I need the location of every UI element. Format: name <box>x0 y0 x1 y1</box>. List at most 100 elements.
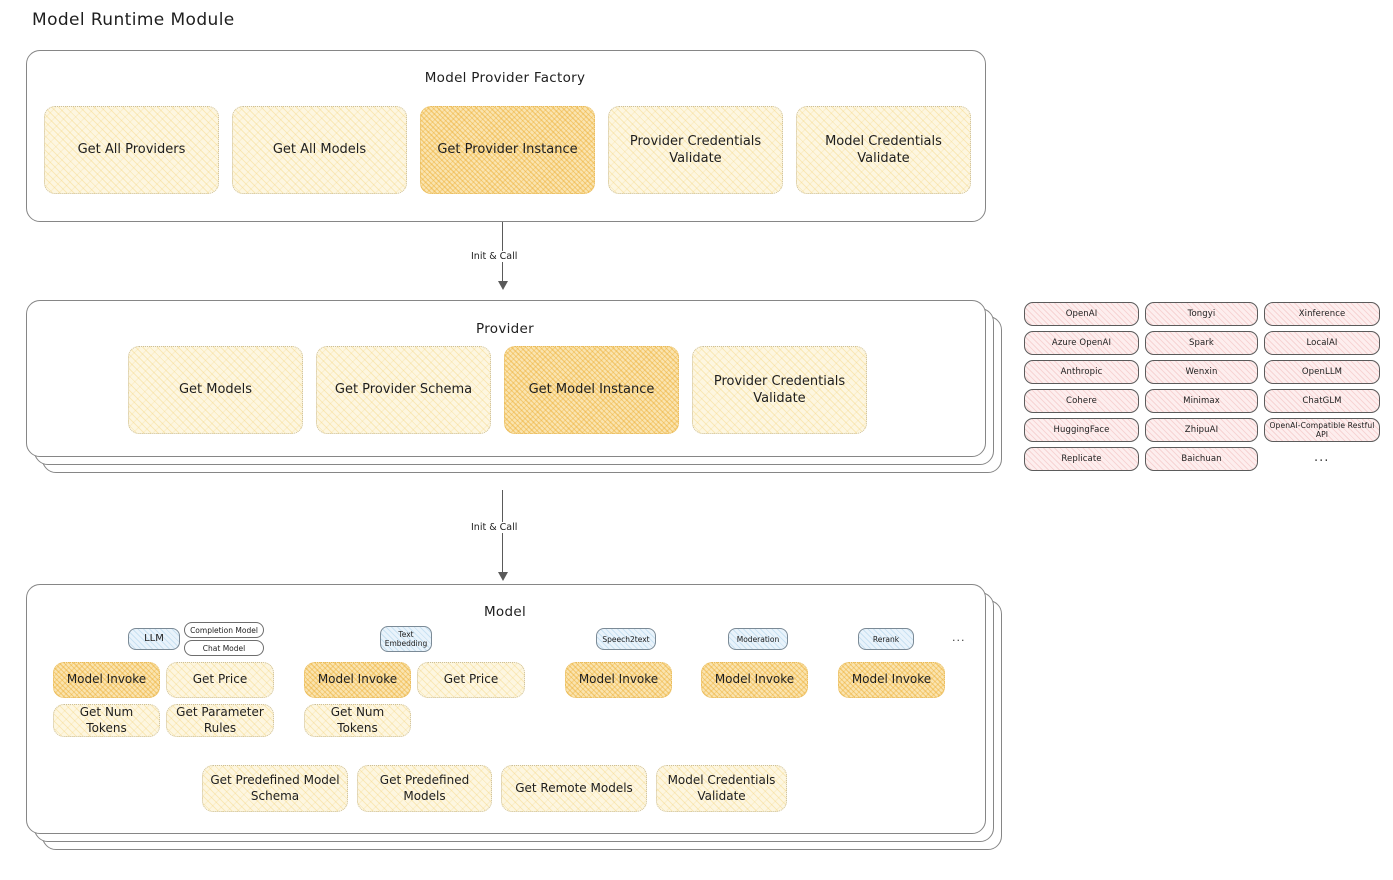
provider-box-get-provider-schema[interactable]: Get Provider Schema <box>316 346 491 434</box>
provider-chip-label: Baichuan <box>1181 454 1222 464</box>
model-box-moderation-model-invoke[interactable]: Model Invoke <box>701 662 808 698</box>
provider-chip-label: ChatGLM <box>1302 396 1342 406</box>
model-type-chip-speech2text[interactable]: Speech2text <box>596 628 656 650</box>
provider-chip-baichuan[interactable]: Baichuan <box>1145 447 1258 471</box>
model-box-llm-get-parameter-rules[interactable]: Get Parameter Rules <box>166 704 274 737</box>
box-label: Model Invoke <box>714 672 795 687</box>
chip-label: LLM <box>144 633 164 644</box>
chip-label: Speech2text <box>602 634 650 644</box>
factory-box-provider-credentials-validate[interactable]: Provider Credentials Validate <box>608 106 783 194</box>
provider-box-provider-credentials-validate[interactable]: Provider Credentials Validate <box>692 346 867 434</box>
model-box-text-embedding-get-num-tokens[interactable]: Get Num Tokens <box>304 704 411 737</box>
chip-label: Rerank <box>872 634 900 644</box>
model-provider-factory-card: Model Provider Factory Get All Providers… <box>26 50 986 222</box>
provider-chip-azure-openai[interactable]: Azure OpenAI <box>1024 331 1139 355</box>
provider-list: OpenAI Azure OpenAI Anthropic Cohere Hug… <box>1024 300 1380 475</box>
provider-list-more: ... <box>1314 450 1330 465</box>
model-box-get-predefined-models[interactable]: Get Predefined Models <box>357 765 492 812</box>
box-label: Get Predefined Models <box>379 772 470 803</box>
box-label: Model Invoke <box>578 672 659 687</box>
provider-chip-xinference[interactable]: Xinference <box>1264 302 1380 326</box>
box-label: Get All Models <box>272 142 367 158</box>
provider-chip-label: OpenAI-Compatible Restful API <box>1269 421 1375 439</box>
box-label: Get Price <box>192 672 248 687</box>
box-label: Get Price <box>443 672 499 687</box>
provider-chip-label: Replicate <box>1061 454 1102 464</box>
provider-chip-label: LocalAI <box>1306 338 1338 348</box>
chip-label: Text Embedding <box>384 630 428 648</box>
factory-box-model-credentials-validate[interactable]: Model Credentials Validate <box>796 106 971 194</box>
box-label: Get Remote Models <box>515 780 633 795</box>
box-label: Get Models <box>178 382 253 398</box>
model-type-chip-text-embedding[interactable]: Text Embedding <box>380 626 432 652</box>
model-box-llm-get-price[interactable]: Get Price <box>166 662 274 698</box>
model-box-rerank-model-invoke[interactable]: Model Invoke <box>838 662 945 698</box>
provider-chip-label: Minimax <box>1183 396 1220 406</box>
box-label: Provider Credentials Validate <box>713 373 846 406</box>
box-label: Get Provider Instance <box>437 142 578 158</box>
arrow-provider-to-model-head <box>498 572 508 581</box>
page-title: Model Runtime Module <box>32 10 235 30</box>
arrow-factory-to-provider-head <box>498 281 508 290</box>
box-label: Model Credentials Validate <box>667 772 776 803</box>
provider-card: Provider Get Models Get Provider Schema … <box>26 300 1002 473</box>
provider-chip-openai-compatible-restful-api[interactable]: OpenAI-Compatible Restful API <box>1264 418 1380 442</box>
provider-chip-label: OpenLLM <box>1301 367 1343 377</box>
box-label: Get Num Tokens <box>330 704 385 735</box>
model-title: Model <box>483 604 527 620</box>
model-box-llm-model-invoke[interactable]: Model Invoke <box>53 662 160 698</box>
provider-chip-wenxin[interactable]: Wenxin <box>1145 360 1258 384</box>
provider-chip-localai[interactable]: LocalAI <box>1264 331 1380 355</box>
arrow-label-init-call-1: Init & Call <box>466 251 523 262</box>
box-label: Model Invoke <box>66 672 147 687</box>
factory-box-get-provider-instance[interactable]: Get Provider Instance <box>420 106 595 194</box>
provider-chip-label: Spark <box>1189 338 1214 348</box>
provider-chip-tongyi[interactable]: Tongyi <box>1145 302 1258 326</box>
provider-chip-chatglm[interactable]: ChatGLM <box>1264 389 1380 413</box>
model-card: Model LLM Completion Model Chat Model Mo… <box>26 584 1002 850</box>
provider-chip-cohere[interactable]: Cohere <box>1024 389 1139 413</box>
provider-box-get-model-instance[interactable]: Get Model Instance <box>504 346 679 434</box>
box-label: Get Model Instance <box>528 382 655 398</box>
box-label: Get Predefined Model Schema <box>210 772 340 803</box>
provider-box-get-models[interactable]: Get Models <box>128 346 303 434</box>
provider-chip-minimax[interactable]: Minimax <box>1145 389 1258 413</box>
provider-chip-label: Tongyi <box>1187 309 1216 319</box>
box-label: Model Invoke <box>317 672 398 687</box>
model-box-text-embedding-model-invoke[interactable]: Model Invoke <box>304 662 411 698</box>
model-box-llm-get-num-tokens[interactable]: Get Num Tokens <box>53 704 160 737</box>
model-type-chip-llm[interactable]: LLM <box>128 628 180 650</box>
provider-chip-zhipuai[interactable]: ZhipuAI <box>1145 418 1258 442</box>
provider-chip-openai[interactable]: OpenAI <box>1024 302 1139 326</box>
model-box-get-predefined-model-schema[interactable]: Get Predefined Model Schema <box>202 765 348 812</box>
provider-chip-label: Xinference <box>1298 309 1346 319</box>
provider-chip-label: Cohere <box>1066 396 1097 406</box>
provider-chip-anthropic[interactable]: Anthropic <box>1024 360 1139 384</box>
model-type-chip-moderation[interactable]: Moderation <box>728 628 788 650</box>
model-box-text-embedding-get-price[interactable]: Get Price <box>417 662 525 698</box>
model-subchip-chat-model[interactable]: Chat Model <box>184 640 264 656</box>
provider-chip-openllm[interactable]: OpenLLM <box>1264 360 1380 384</box>
model-provider-factory-title: Model Provider Factory <box>424 70 586 86</box>
box-label: Get All Providers <box>77 142 186 158</box>
model-groups-more: ... <box>952 631 966 644</box>
provider-title: Provider <box>476 321 534 337</box>
model-type-chip-rerank[interactable]: Rerank <box>858 628 914 650</box>
box-label: Model Invoke <box>851 672 932 687</box>
provider-chip-spark[interactable]: Spark <box>1145 331 1258 355</box>
factory-box-get-all-models[interactable]: Get All Models <box>232 106 407 194</box>
provider-chip-label: ZhipuAI <box>1184 425 1219 435</box>
chip-label: Chat Model <box>202 643 246 653</box>
provider-chip-label: HuggingFace <box>1053 425 1110 435</box>
chip-label: Moderation <box>736 634 780 644</box>
model-box-speech2text-model-invoke[interactable]: Model Invoke <box>565 662 672 698</box>
provider-chip-label: Wenxin <box>1185 367 1218 377</box>
provider-chip-replicate[interactable]: Replicate <box>1024 447 1139 471</box>
arrow-label-init-call-2: Init & Call <box>466 522 523 533</box>
provider-chip-huggingface[interactable]: HuggingFace <box>1024 418 1139 442</box>
model-box-get-remote-models[interactable]: Get Remote Models <box>501 765 647 812</box>
chip-label: Completion Model <box>190 625 258 635</box>
factory-box-get-all-providers[interactable]: Get All Providers <box>44 106 219 194</box>
model-subchip-completion-model[interactable]: Completion Model <box>184 622 264 638</box>
model-box-model-credentials-validate[interactable]: Model Credentials Validate <box>656 765 787 812</box>
